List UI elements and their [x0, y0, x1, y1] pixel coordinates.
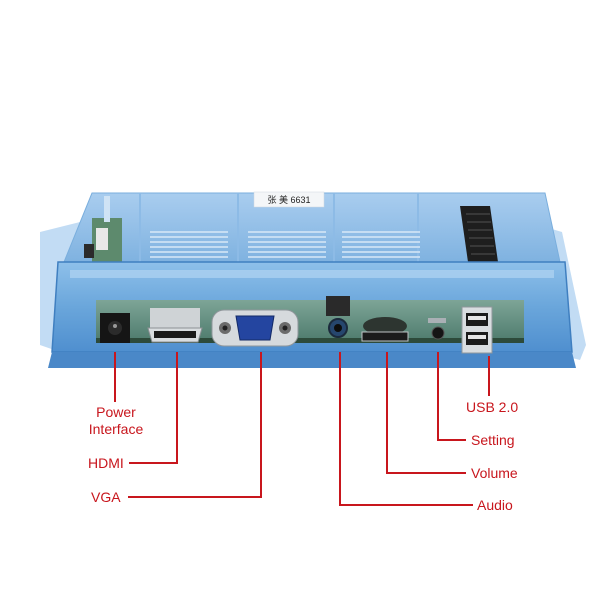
setting-label: Setting	[471, 432, 515, 448]
callout-line-vga-h	[128, 496, 262, 498]
callout-line-volume	[386, 352, 388, 474]
vga-port	[235, 315, 275, 341]
power-label-line2: Interface	[88, 421, 144, 437]
callout-line-hdmi-h	[129, 462, 178, 464]
callout-line-audio	[339, 352, 341, 506]
callout-line-setting-h	[437, 439, 466, 441]
callout-line-volume-h	[386, 472, 466, 474]
setting-button	[431, 326, 445, 340]
callout-line-vga	[260, 352, 262, 498]
callout-line-setting	[437, 352, 439, 441]
power-interface-label: Power Interface	[80, 404, 152, 438]
callout-line-power	[114, 352, 116, 402]
audio-label: Audio	[477, 497, 513, 513]
volume-knob	[361, 331, 409, 342]
usb-label: USB 2.0	[466, 399, 519, 415]
power-label-line1: Power	[96, 404, 136, 420]
callout-line-audio-h	[339, 504, 473, 506]
vga-label: VGA	[91, 489, 121, 505]
callout-line-usb	[488, 356, 490, 396]
hdmi-label: HDMI	[88, 455, 124, 471]
volume-label: Volume	[471, 465, 518, 481]
sticker-text: 张 美 6631	[267, 194, 310, 205]
callout-line-hdmi	[176, 352, 178, 464]
